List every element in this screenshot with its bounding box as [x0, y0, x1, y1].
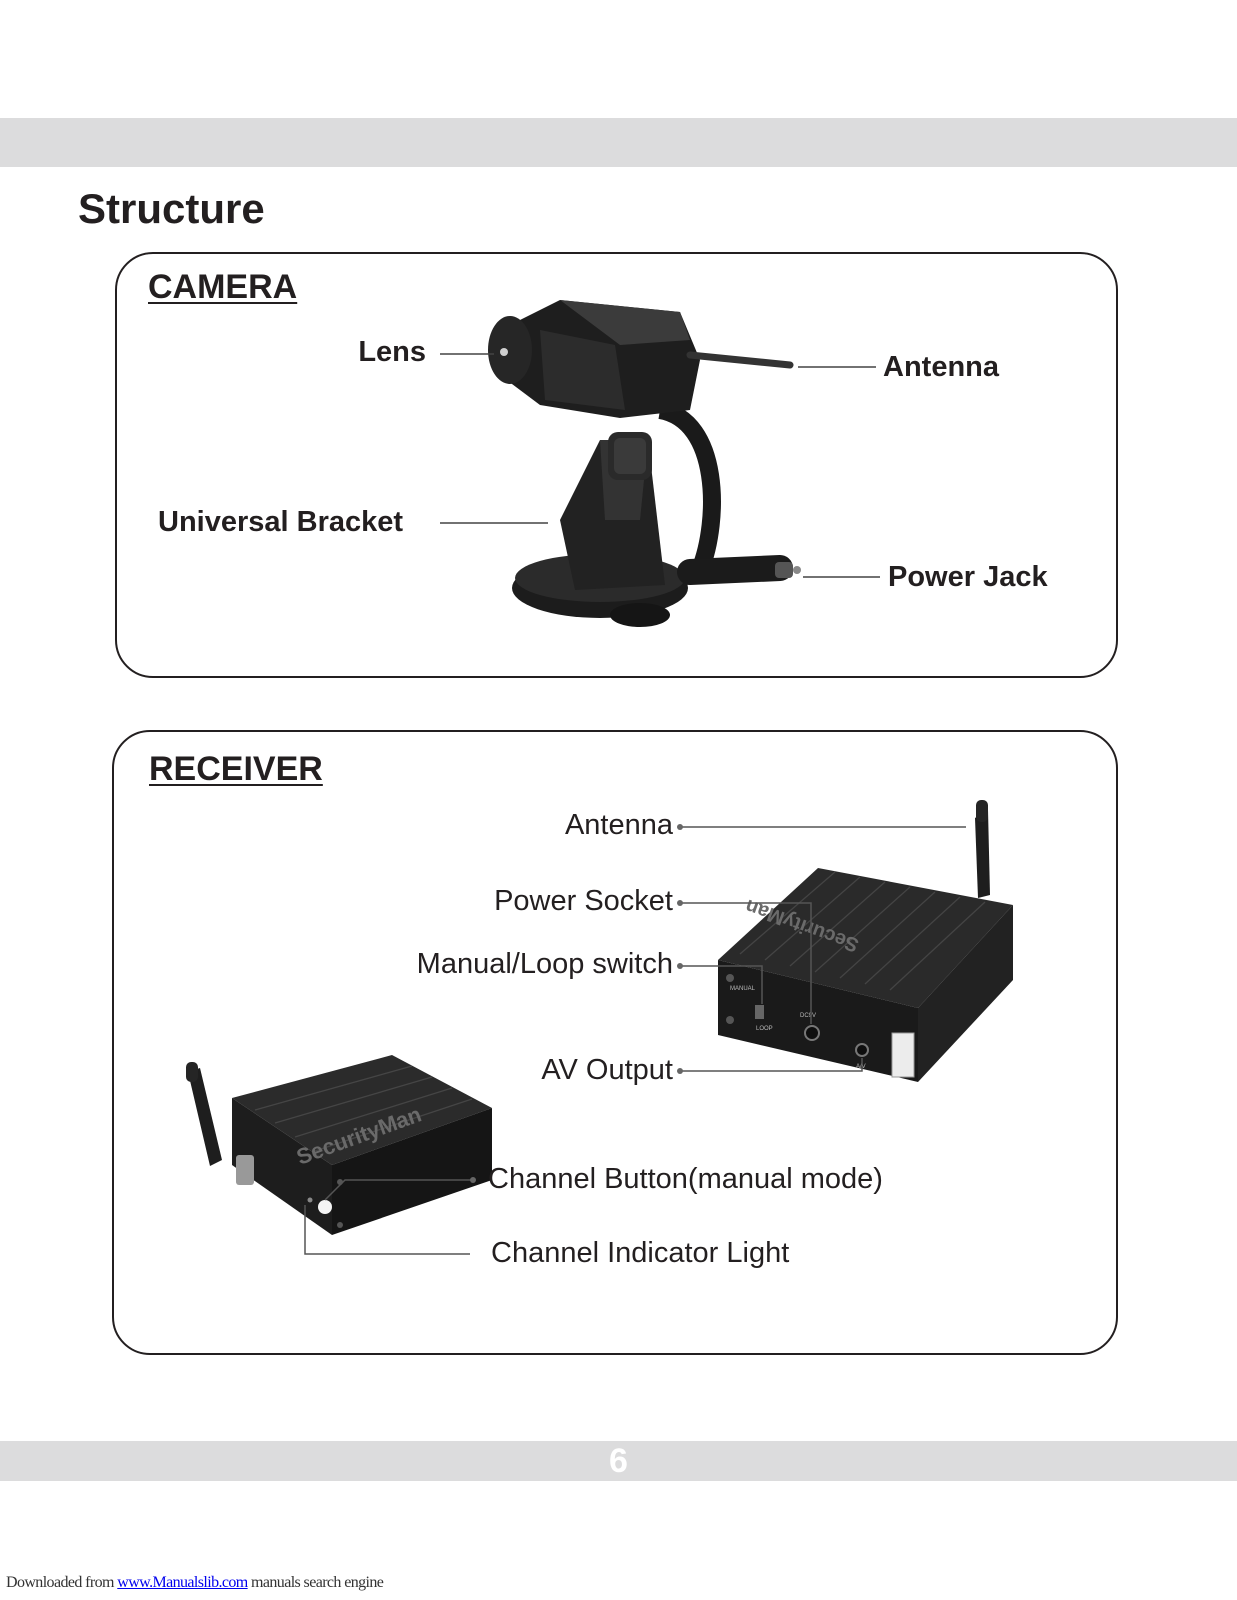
receiver-front-antenna [188, 1068, 222, 1166]
camera-lens [488, 316, 532, 384]
receiver-panel [112, 730, 1118, 1355]
receiver-front-antenna-base [236, 1155, 254, 1185]
manual-mark: MANUAL [730, 986, 756, 992]
power-socket [804, 1025, 820, 1041]
receiver-antenna-label: Antenna [564, 809, 673, 841]
camera-panel [115, 252, 1118, 678]
download-footer: Downloaded from www.Manualslib.com manua… [6, 1574, 384, 1592]
receiver-back-view: SecurityMan MANUAL LOOP DC9V A/V [718, 800, 1013, 1082]
manualslib-link[interactable]: www.Manualslib.com [117, 1574, 248, 1591]
receiver-av-output-label: AV Output [541, 1054, 673, 1086]
camera-bracket-label: Universal Bracket [158, 506, 404, 538]
camera-heading: CAMERA [148, 268, 298, 306]
camera-power-jack-label: Power Jack [888, 561, 1048, 593]
channel-button [318, 1200, 332, 1214]
header-band [0, 118, 1237, 167]
camera-antenna [686, 351, 794, 369]
av-output-jack [855, 1043, 869, 1057]
receiver-back-antenna [975, 810, 990, 898]
page-number: 6 [609, 1442, 628, 1480]
serial-sticker [891, 1032, 915, 1078]
av-mark: A/V [856, 1064, 866, 1070]
power-jack [775, 562, 793, 578]
footer-prefix: Downloaded from [6, 1574, 118, 1591]
receiver-manual-loop-label: Manual/Loop switch [416, 948, 673, 980]
dc-mark: DC9V [800, 1013, 816, 1019]
camera-lens-label: Lens [358, 336, 426, 368]
page-title: Structure [78, 185, 265, 232]
receiver-channel-button-label: Channel Button(manual mode) [488, 1163, 883, 1195]
footer-band [0, 1441, 1237, 1481]
footer-suffix: manuals search engine [247, 1574, 384, 1591]
receiver-channel-indicator-label: Channel Indicator Light [491, 1237, 790, 1269]
receiver-front-view: SecurityMan [186, 1055, 492, 1235]
loop-mark: LOOP [756, 1026, 773, 1032]
camera-antenna-label: Antenna [883, 351, 999, 383]
receiver-power-socket-label: Power Socket [494, 885, 673, 917]
channel-indicator-light [307, 1197, 313, 1203]
receiver-heading: RECEIVER [149, 750, 323, 788]
manual-loop-switch [755, 1005, 764, 1019]
